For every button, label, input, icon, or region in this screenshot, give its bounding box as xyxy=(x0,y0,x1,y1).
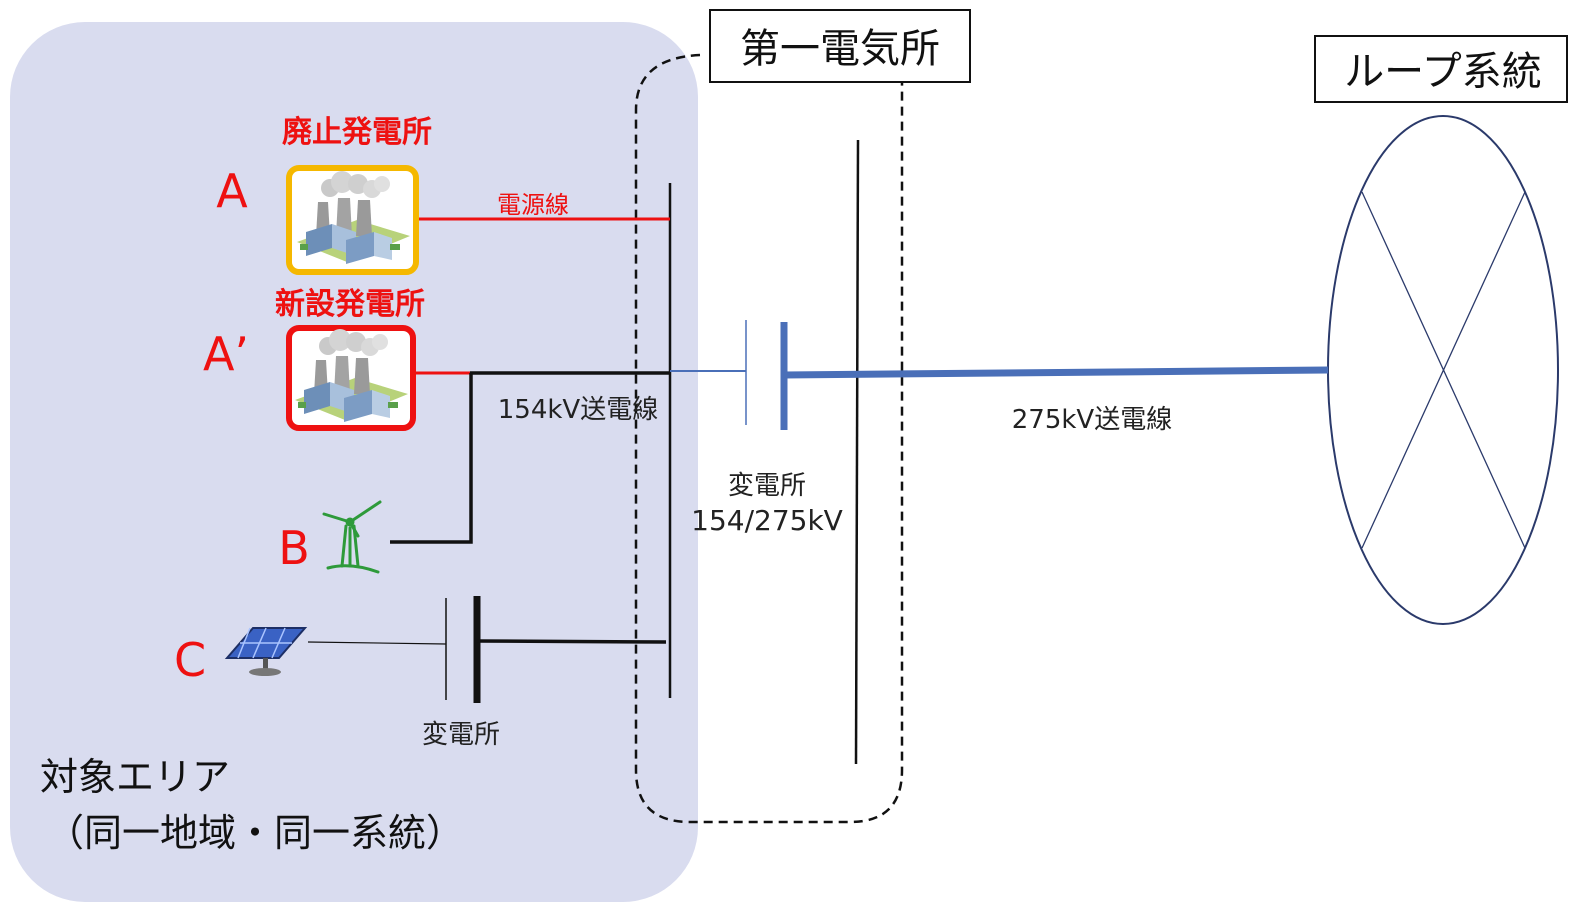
line-275kv xyxy=(783,366,1329,379)
bus-275kv xyxy=(854,139,860,765)
solar-panel-icon xyxy=(224,627,308,676)
plant-a xyxy=(286,165,419,275)
plant-a-prime-title: 新設発電所 xyxy=(275,287,425,322)
target-area xyxy=(10,22,698,902)
loop-system-label-box xyxy=(1314,35,1568,103)
plant-a-prime xyxy=(286,325,416,431)
line-275kv-label: 275kV送電線 xyxy=(1012,405,1172,435)
substation-dashed-boundary xyxy=(634,53,904,824)
wind-turbine-icon xyxy=(322,500,382,574)
substation-label: 第一電気所 xyxy=(740,26,940,72)
plant-a-letter: A xyxy=(216,164,248,218)
line-154kv-b xyxy=(390,373,473,544)
plant-a-title: 廃止発電所 xyxy=(282,115,432,150)
transformer-main-label-1: 変電所 xyxy=(728,471,806,501)
line-154kv-label: 154kV送電線 xyxy=(498,395,658,425)
substation-label-box xyxy=(709,9,971,83)
power-line-label: 電源線 xyxy=(497,191,569,219)
target-area-title: 対象エリア xyxy=(40,755,230,799)
plant-c-letter: C xyxy=(174,633,206,687)
target-area-subtitle: （同一地域・同一系統） xyxy=(46,811,464,855)
loop-system-label: ループ系統 xyxy=(1344,49,1542,95)
plant-a-prime-letter: A’ xyxy=(203,327,249,381)
plant-b-letter: B xyxy=(278,521,310,575)
loop-cross-line xyxy=(1361,191,1526,549)
transformer-local-label: 変電所 xyxy=(422,720,500,750)
transformer-main-label-2: 154/275kV xyxy=(691,504,843,537)
line-c-thin xyxy=(307,641,447,645)
line-c-to-bus xyxy=(476,639,667,644)
